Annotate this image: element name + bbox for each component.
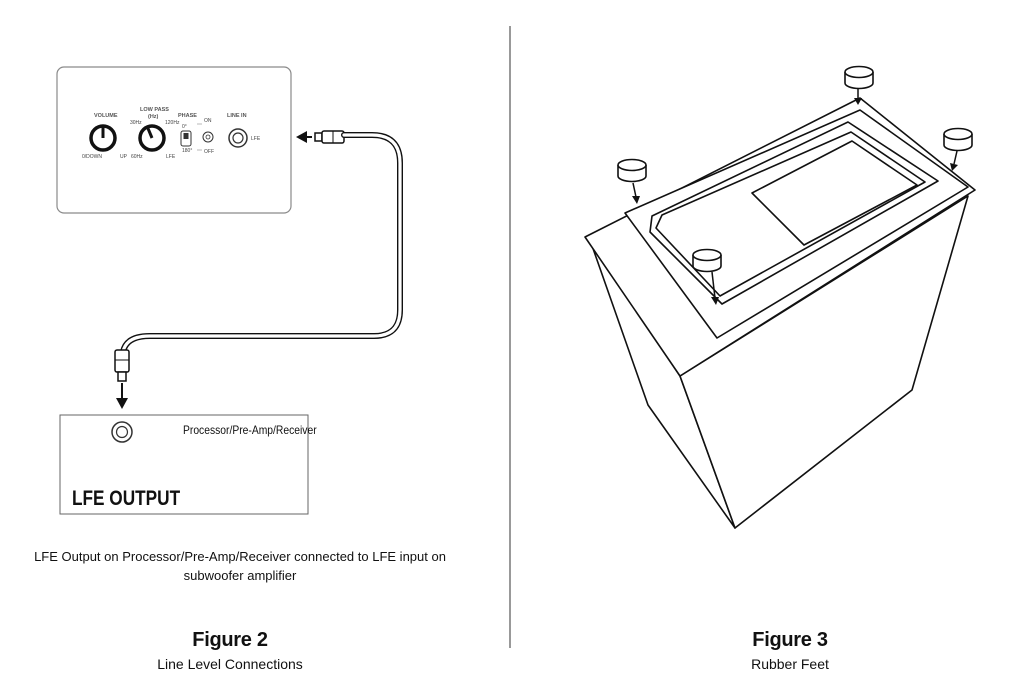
lfe-output-jack <box>111 421 133 443</box>
low-pass-min-label: 30Hz <box>130 120 142 126</box>
receiver-label: Processor/Pre-Amp/Receiver <box>183 423 317 437</box>
power-off-label: OFF <box>204 149 214 155</box>
power-led <box>202 131 214 143</box>
low-pass-unit: (Hz) <box>148 114 159 120</box>
low-pass-lfe-label: LFE <box>166 154 176 160</box>
rubber-foot-right <box>943 127 973 171</box>
amplifier-panel <box>56 66 292 214</box>
arrow-into-lfe-output <box>116 383 128 409</box>
receiver-box <box>59 414 309 515</box>
phase-180-label: 180° <box>182 148 192 154</box>
rubber-foot-front <box>692 248 722 305</box>
rubber-foot-left <box>617 158 647 204</box>
figure3-subtitle: Rubber Feet <box>751 656 829 672</box>
volume-min-label: 0/DOWN <box>82 154 102 160</box>
phase-0-label: 0° <box>182 124 187 130</box>
low-pass-max-label: 120Hz <box>165 120 180 126</box>
low-pass-label: LOW PASS <box>140 107 169 113</box>
line-in-jack <box>228 128 248 148</box>
figure2-title: Figure 2 <box>192 629 268 651</box>
rca-cable <box>114 130 403 382</box>
phase-switch <box>180 130 192 147</box>
lfe-output-label: LFE OUTPUT <box>72 487 181 510</box>
power-on-label: ON <box>204 118 212 124</box>
figure2-caption: LFE Output on Processor/Pre-Amp/Receiver… <box>34 549 446 583</box>
line-in-label: LINE IN <box>227 113 247 119</box>
volume-max-label: UP <box>120 154 128 160</box>
low-pass-mid-label: 60Hz <box>131 154 143 160</box>
rubber-foot-top <box>844 65 874 105</box>
line-in-lfe-label: LFE <box>251 136 261 142</box>
switch-bracket <box>197 123 202 151</box>
arrow-into-line-in <box>296 131 312 143</box>
figure3-title: Figure 3 <box>752 629 828 651</box>
figure2-subtitle: Line Level Connections <box>157 656 303 672</box>
low-pass-knob <box>138 124 166 152</box>
volume-label: VOLUME <box>94 113 118 119</box>
volume-knob <box>89 124 117 152</box>
subwoofer-cabinet <box>584 97 976 529</box>
phase-label: PHASE <box>178 113 197 119</box>
